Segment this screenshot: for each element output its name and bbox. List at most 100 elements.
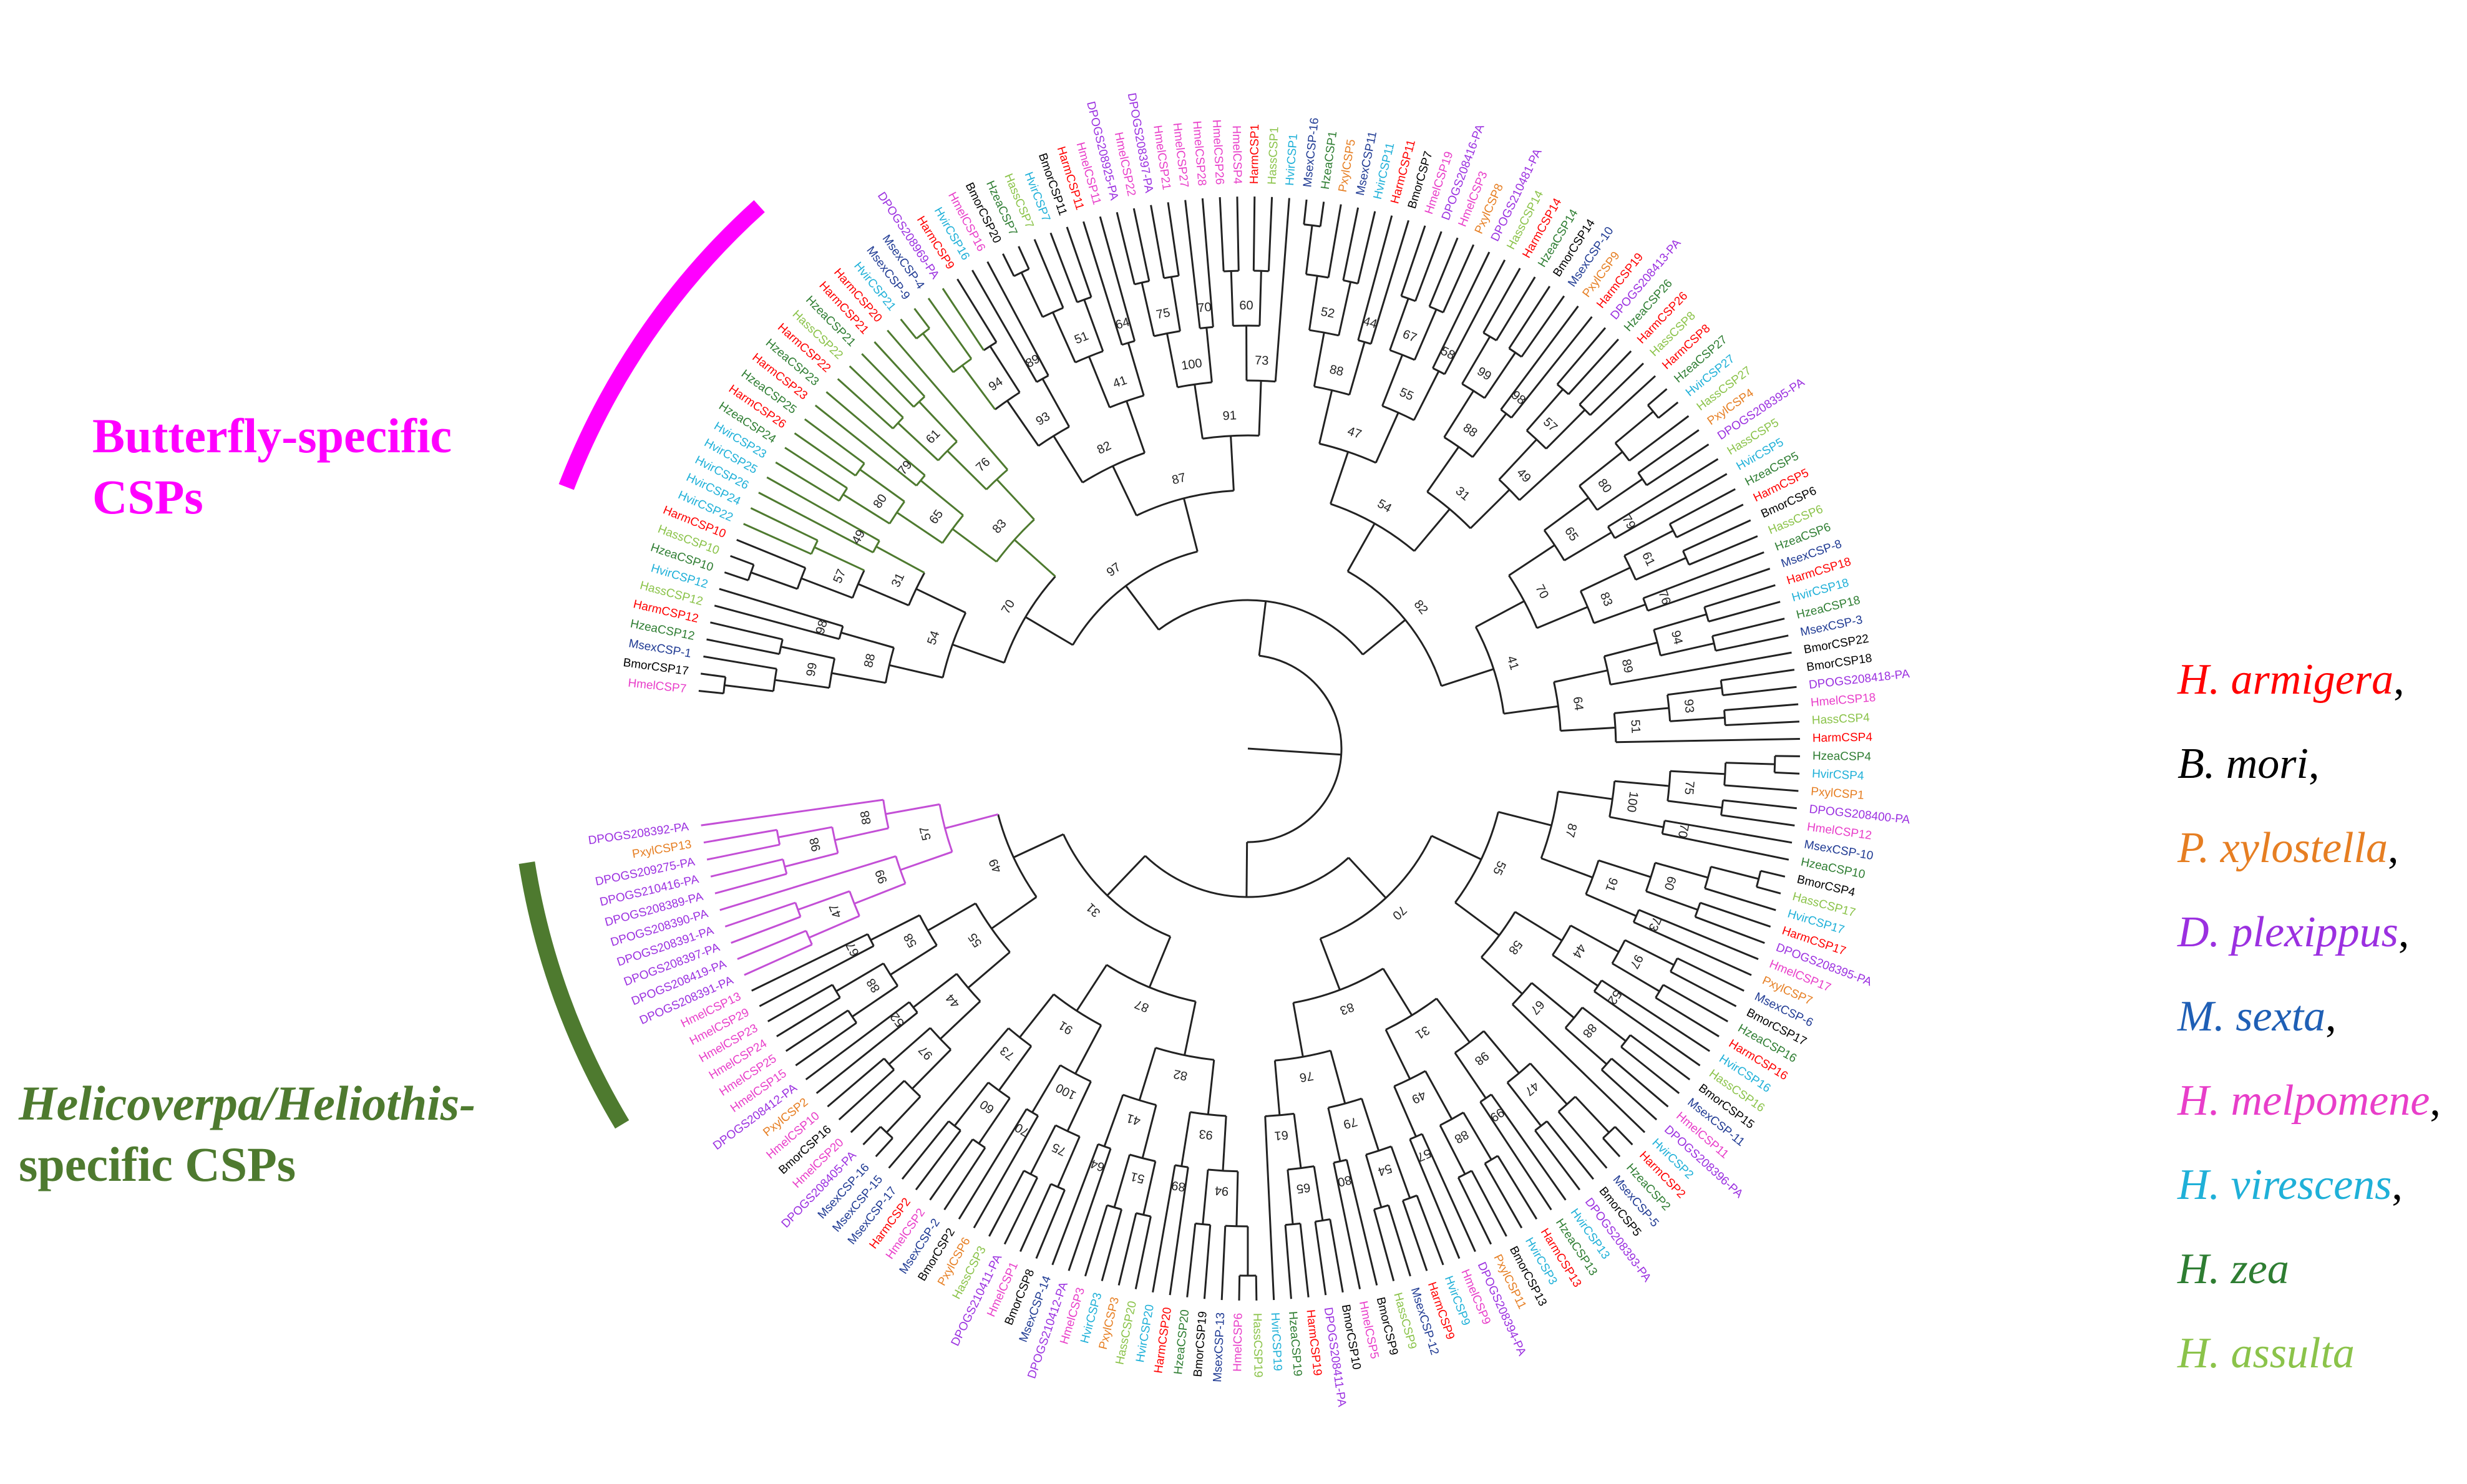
tree-branch	[1346, 523, 1376, 572]
tree-branch	[1637, 429, 1700, 474]
bootstrap-value: 44	[943, 991, 963, 1011]
tree-branch	[1700, 901, 1771, 928]
tree-branch	[1511, 1004, 1646, 1133]
tip-label: HassCSP4	[1811, 711, 1870, 727]
tree-branch	[1127, 342, 1145, 396]
tree-branch	[1653, 613, 1707, 631]
tree-branch	[961, 364, 996, 410]
bootstrap-value: 75	[1681, 780, 1696, 795]
tree-branch	[804, 418, 865, 465]
tree-branch	[774, 679, 830, 689]
bootstrap-value: 97	[916, 1043, 935, 1062]
tree-branch	[1529, 1062, 1568, 1105]
legend-species: M. sexta	[2177, 992, 2326, 1040]
tree-arc	[1508, 575, 1538, 629]
tree-branch	[1774, 771, 1800, 775]
tree-branch	[1497, 811, 1552, 827]
bootstrap-value: 100	[1054, 1080, 1079, 1102]
tree-branch	[873, 341, 926, 397]
tree-branch	[1496, 276, 1536, 341]
tree-branch	[1630, 1034, 1691, 1080]
tree-branch	[1457, 1177, 1492, 1245]
bootstrap-value: 31	[1084, 900, 1103, 919]
tree-branch	[724, 684, 774, 692]
tree-branch	[710, 621, 783, 641]
tree-branch	[875, 1137, 893, 1158]
bootstrap-value: 88	[1452, 1127, 1471, 1146]
tree-branch	[1598, 859, 1652, 878]
tree-branch	[1670, 971, 1737, 1007]
tree-branch	[1439, 1125, 1466, 1175]
tree-branch	[912, 972, 958, 1009]
tree-branch	[1112, 465, 1137, 516]
tree-branch	[775, 461, 840, 502]
bootstrap-value: 88	[1328, 362, 1345, 379]
bootstrap-value: 89	[1619, 658, 1635, 674]
tree-branch	[1057, 1136, 1081, 1188]
tree-branch	[1319, 201, 1325, 227]
tree-branch	[1723, 799, 1797, 810]
tree-branch	[1373, 1209, 1395, 1281]
bootstrap-value: 73	[1255, 354, 1269, 368]
tree-branch	[1169, 1166, 1189, 1296]
tree-branch	[1267, 196, 1273, 271]
tree-branch	[889, 664, 943, 679]
bootstrap-value: 99	[804, 661, 820, 677]
tree-branch	[1521, 295, 1565, 357]
legend-species: H. armigera	[2177, 656, 2394, 704]
bootstrap-value: 93	[1033, 409, 1053, 428]
bootstrap-value: 54	[1375, 497, 1394, 515]
tree-branch	[814, 546, 865, 571]
tree-branch	[986, 261, 1049, 376]
tree-branch	[896, 512, 943, 544]
tree-branch	[840, 631, 895, 649]
tree-branch	[1313, 1166, 1324, 1221]
bootstrap-value: 52	[1605, 987, 1624, 1007]
tree-branch	[1148, 936, 1172, 988]
tree-branch	[1715, 634, 1789, 652]
tree-branch	[1557, 1111, 1608, 1169]
tree-branch	[825, 391, 926, 477]
tree-branch	[1602, 1137, 1621, 1158]
tree-branch	[1141, 282, 1156, 337]
tree-branch	[1319, 938, 1341, 991]
tree-branch	[800, 577, 854, 599]
tree-branch	[1454, 1052, 1487, 1099]
tree-branch	[1612, 963, 1660, 992]
tip-label: HarmCSP4	[1813, 731, 1873, 745]
bootstrap-value: 99	[1487, 1105, 1507, 1125]
tree-branch	[1006, 400, 1039, 447]
tree-branch	[1264, 1116, 1275, 1301]
tree-branch	[1413, 508, 1451, 552]
legend-separator: ,	[2393, 656, 2405, 704]
bootstrap-value: 93	[1199, 1127, 1214, 1142]
tip-label: HarmCSP20	[1152, 1306, 1174, 1374]
tree-branch	[814, 404, 917, 487]
tree-branch	[719, 855, 897, 911]
legend-species: P. xylostella	[2177, 824, 2388, 872]
tree-branch	[1525, 389, 1564, 432]
tree-branch	[1607, 458, 1719, 528]
bootstrap-value: 75	[1155, 306, 1171, 322]
tree-branch	[1603, 641, 1658, 657]
butterfly-group-arc	[558, 200, 765, 490]
tree-branch	[927, 902, 976, 931]
tree-branch	[1327, 1107, 1341, 1161]
legend-item: B. mori,	[2177, 739, 2441, 823]
tree-branch	[1345, 1159, 1378, 1286]
bootstrap-value: 58	[1506, 938, 1525, 957]
tree-branch	[1236, 196, 1240, 271]
tree-branch	[1180, 1112, 1192, 1166]
tree-branch	[1670, 717, 1725, 722]
tree-branch	[1472, 413, 1507, 458]
tree-branch	[1413, 371, 1440, 421]
bootstrap-value: 80	[871, 492, 890, 511]
tree-branch	[1330, 451, 1350, 505]
tree-branch	[1390, 1146, 1411, 1199]
tree-branch	[978, 1097, 1011, 1145]
tree-branch	[861, 353, 915, 408]
tree-branch	[1596, 478, 1643, 511]
tree-branch	[1481, 956, 1523, 995]
tree-branch	[885, 803, 940, 815]
tree-branch	[857, 583, 910, 606]
